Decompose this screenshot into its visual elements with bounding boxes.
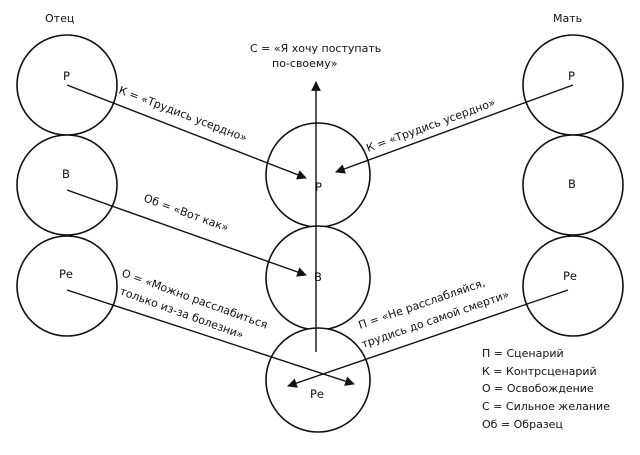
legend-item: К = Контрсценарий	[482, 365, 597, 378]
father-adult-label: В	[62, 167, 70, 181]
legend-item: Об = Образец	[482, 418, 563, 431]
father-child-circle: Ре	[16, 235, 118, 337]
father-parent-label: Р	[63, 69, 70, 83]
mother-parent-label: Р	[568, 69, 575, 83]
father-title: Отец	[45, 12, 74, 25]
father-counter-script-label: К = «Трудись усердно»	[117, 84, 249, 145]
father-counter-script-arrow	[66, 84, 307, 180]
mother-adult-label: В	[568, 177, 576, 191]
strong-desire-label-line2: по-своему»	[272, 57, 337, 70]
father-adult-circle: В	[16, 134, 118, 236]
child-child-circle: Ре	[265, 327, 371, 433]
mother-title: Мать	[553, 12, 582, 25]
mother-child-circle: Ре	[522, 235, 624, 337]
mother-child-label: Ре	[563, 269, 577, 283]
child-parent-label: Р	[315, 180, 322, 194]
child-parent-circle: Р	[265, 122, 371, 228]
mother-adult-circle: В	[522, 134, 624, 236]
child-child-label: Ре	[310, 387, 324, 401]
strong-desire-label-line1: С = «Я хочу поступать	[250, 42, 381, 55]
child-adult-circle: В	[265, 225, 371, 331]
mother-counter-script-arrow	[335, 84, 574, 174]
child-adult-label: В	[314, 270, 322, 284]
legend: П = Сценарий К = Контрсценарий О = Освоб…	[482, 347, 610, 431]
legend-item: О = Освобождение	[482, 382, 594, 395]
father-pattern-arrow	[66, 189, 307, 277]
father-pattern-label: Об = «Вот как»	[142, 192, 230, 235]
father-child-label: Ре	[59, 267, 73, 281]
legend-item: С = Сильное желание	[482, 400, 610, 413]
mother-script-arrow	[287, 289, 569, 388]
father-release-arrow	[66, 289, 355, 386]
mother-counter-script-label: К = «Трудись усердно»	[365, 96, 498, 155]
legend-item: П = Сценарий	[482, 347, 564, 360]
